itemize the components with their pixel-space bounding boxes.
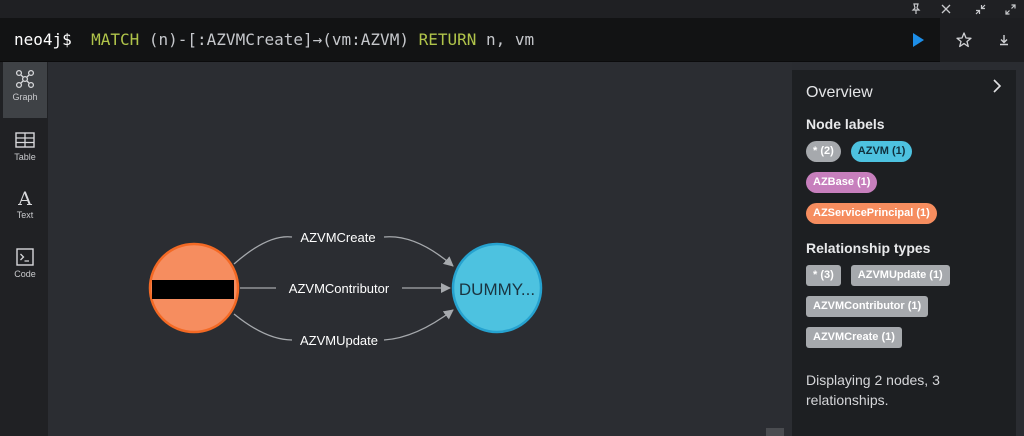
rel-type-pill-all[interactable]: * (3) — [806, 265, 841, 286]
rel-type-pill-azvmcreate[interactable]: AZVMCreate (1) — [806, 327, 902, 348]
rel-type-pill-azvmupdate[interactable]: AZVMUpdate (1) — [850, 265, 950, 286]
relationship-types-heading: Relationship types — [806, 240, 931, 256]
node-labels-list: * (2) AZVM (1) — [806, 141, 1002, 162]
sidebar-item-table[interactable]: Table — [3, 124, 47, 180]
view-sidebar: Graph Table A Text Code — [0, 62, 48, 436]
pin-icon[interactable] — [908, 1, 924, 17]
sidebar-item-code[interactable]: Code — [3, 241, 47, 297]
canvas-scroll-corner — [766, 428, 784, 436]
title-strip — [0, 0, 1024, 18]
node-labels-heading: Node labels — [806, 116, 885, 132]
query-pattern: (n)-[:AZVMCreate]→(vm:AZVM) — [139, 30, 419, 49]
query-editor-bar: neo4j$ MATCH (n)-[:AZVMCreate]→(vm:AZVM)… — [0, 18, 1024, 62]
graph-canvas[interactable]: AZVMCreate AZVMContributor AZVMUpdate DU… — [48, 62, 792, 436]
relationship-azvmupdate[interactable]: AZVMUpdate — [233, 309, 454, 348]
node-source[interactable] — [148, 242, 240, 334]
query-text[interactable]: neo4j$ MATCH (n)-[:AZVMCreate]→(vm:AZVM)… — [14, 29, 534, 51]
sidebar-label-graph: Graph — [12, 92, 38, 102]
svg-text:A: A — [17, 188, 32, 208]
query-keyword-match: MATCH — [91, 30, 140, 49]
node-labels-list-row2: AZBase (1) — [806, 172, 1002, 193]
sidebar-label-code: Code — [14, 269, 36, 279]
node-caption: DUMMY... — [459, 280, 535, 299]
node-target[interactable]: DUMMY... — [451, 242, 543, 334]
node-label-pill-azbase[interactable]: AZBase (1) — [806, 172, 878, 193]
query-keyword-return: RETURN — [418, 30, 477, 49]
expand-icon[interactable] — [1002, 1, 1018, 17]
query-editor[interactable]: neo4j$ MATCH (n)-[:AZVMCreate]→(vm:AZVM)… — [0, 18, 940, 62]
relationship-types-list-row2: AZVMContributor (1) — [806, 296, 1002, 317]
download-button[interactable] — [994, 30, 1014, 50]
sidebar-item-text[interactable]: A Text — [3, 182, 47, 238]
graph-icon — [15, 69, 35, 89]
rel-type-pill-azvmcontributor[interactable]: AZVMContributor (1) — [806, 296, 929, 317]
play-icon — [913, 33, 924, 47]
query-return-vars: n, vm — [476, 30, 535, 49]
sidebar-label-table: Table — [14, 152, 36, 162]
relationship-types-list-row3: AZVMCreate (1) — [806, 327, 1002, 348]
relationship-types-list: * (3) AZVMUpdate (1) — [806, 265, 1002, 286]
chevron-right-icon — [993, 79, 1002, 93]
overview-status-text: Displaying 2 nodes, 3 relationships. — [806, 372, 940, 408]
relationship-label: AZVMUpdate — [300, 333, 378, 348]
table-icon — [15, 132, 35, 148]
close-icon[interactable] — [938, 1, 954, 17]
relationship-label: AZVMContributor — [289, 281, 390, 296]
redaction-bar — [152, 280, 234, 299]
sidebar-label-text: Text — [16, 210, 34, 220]
favorite-button[interactable] — [954, 30, 974, 50]
overview-title: Overview — [806, 84, 873, 101]
sidebar-item-graph[interactable]: Graph — [3, 62, 47, 118]
relationship-label: AZVMCreate — [300, 230, 375, 245]
download-icon — [1000, 35, 1008, 46]
node-label-pill-azvm[interactable]: AZVM (1) — [850, 141, 913, 162]
overview-panel: Overview Node labels * (2) AZVM (1) AZBa… — [792, 70, 1016, 436]
relationship-azvmcreate[interactable]: AZVMCreate — [233, 230, 454, 267]
star-icon — [956, 32, 972, 48]
node-labels-list-row3: AZServicePrincipal (1) — [806, 203, 1002, 224]
text-icon: A — [17, 188, 32, 208]
node-label-pill-azserviceprincipal[interactable]: AZServicePrincipal (1) — [806, 203, 937, 224]
run-query-button[interactable] — [908, 30, 928, 50]
relationship-azvmcontributor[interactable]: AZVMContributor — [240, 281, 451, 296]
shrink-icon[interactable] — [972, 1, 988, 17]
query-prompt: neo4j$ — [14, 30, 72, 49]
graph-svg[interactable]: AZVMCreate AZVMContributor AZVMUpdate DU… — [48, 62, 792, 436]
collapse-overview-button[interactable] — [990, 78, 1004, 94]
code-icon — [16, 248, 34, 266]
node-label-pill-all[interactable]: * (2) — [806, 141, 841, 162]
